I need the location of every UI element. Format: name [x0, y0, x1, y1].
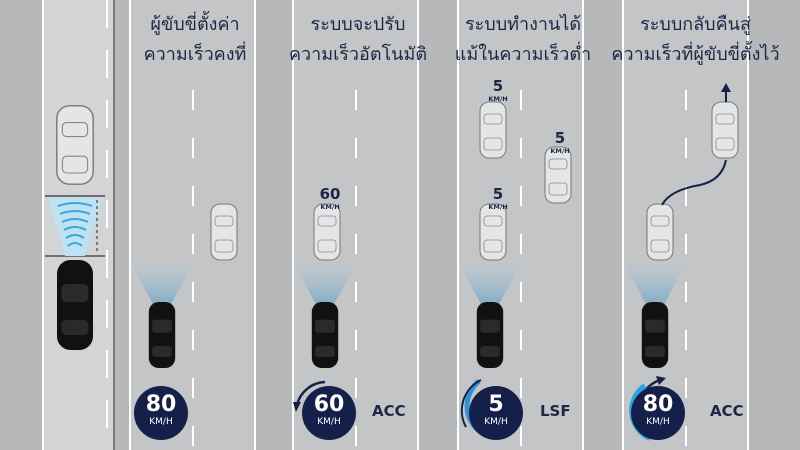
- own-car: [641, 302, 669, 368]
- decrease-arrow-icon: [293, 402, 301, 412]
- panel-2-title: ระบบจะปรับความเร็วอัตโนมัติ: [288, 14, 428, 65]
- own-car: [476, 302, 504, 368]
- own-car: [148, 302, 176, 368]
- lead-car: [711, 101, 739, 159]
- radar-waves-icon: [57, 202, 93, 247]
- left-own-car: [57, 260, 93, 350]
- mode-label-lsf: LSF: [540, 402, 571, 420]
- lead-car: [210, 203, 238, 261]
- increase-arrow-icon: [656, 376, 666, 385]
- lane-panel-4: [623, 0, 748, 450]
- panel-3-title: ระบบทำงานได้แม้ในความเร็วต่ำ: [454, 14, 592, 65]
- sensor-beam: [460, 265, 520, 310]
- mode-label-acc: ACC: [372, 402, 406, 420]
- left-lead-car: [56, 105, 94, 185]
- own-car: [311, 302, 339, 368]
- lead-car: [313, 203, 341, 261]
- sensor-beam: [295, 265, 355, 310]
- lead-car: [479, 101, 507, 159]
- lane-change-path: [661, 159, 727, 206]
- panel-1-title: ผู้ขับขี่ตั้งค่าความเร็วคงที่: [143, 14, 247, 65]
- sensor-beam: [625, 265, 685, 310]
- decrease-arrow-icon: [295, 380, 326, 406]
- lead-car: [479, 203, 507, 261]
- lane-panel-3: [458, 0, 583, 450]
- mode-label-acc: ACC: [710, 402, 744, 420]
- up-down-arrow-icon: [460, 379, 482, 428]
- sensor-beam: [132, 265, 192, 310]
- up-arrow-icon: [721, 83, 731, 92]
- lead-car: [646, 203, 674, 261]
- lead-car: [544, 146, 572, 204]
- panel-4-title: ระบบกลับคืนสู่ความเร็วที่ผู้ขับขี่ตั้งไว…: [611, 14, 780, 65]
